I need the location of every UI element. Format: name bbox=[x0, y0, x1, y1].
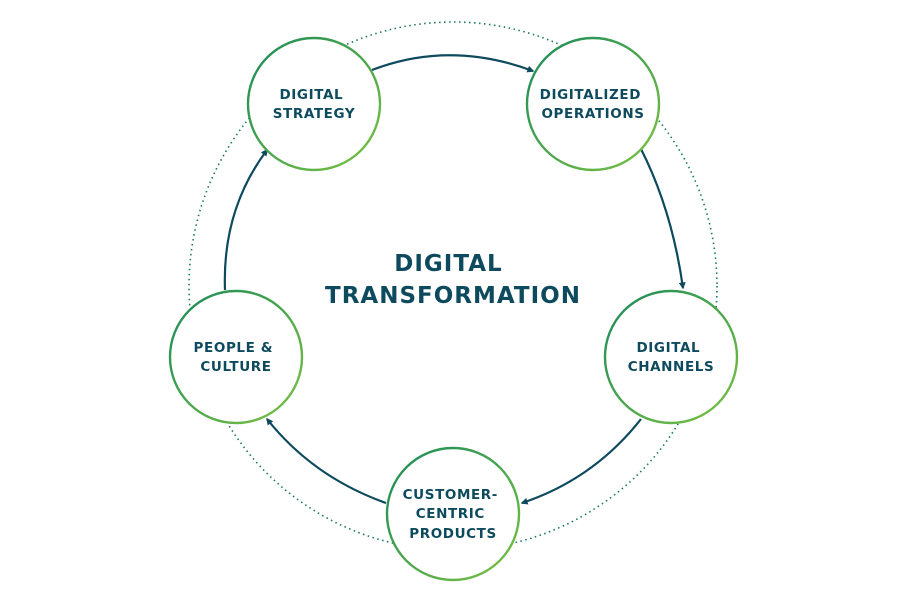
center-title-line1: DIGITAL bbox=[394, 251, 502, 277]
node-label: DIGITAL CHANNELS bbox=[628, 340, 715, 375]
node-label: PEOPLE & CULTURE bbox=[194, 340, 279, 375]
node-people-culture: PEOPLE & CULTURE bbox=[168, 289, 304, 425]
center-title-line2: TRANSFORMATION bbox=[325, 283, 581, 309]
node-label-line: CULTURE bbox=[200, 359, 271, 375]
node-circle bbox=[603, 289, 739, 425]
node-digital-strategy: DIGITAL STRATEGY bbox=[246, 36, 382, 172]
node-digitalized-operations: DIGITALIZED OPERATIONS bbox=[525, 36, 661, 172]
node-circle bbox=[385, 446, 521, 582]
node-digital-channels: DIGITAL CHANNELS bbox=[603, 289, 739, 425]
arrow-people-to-strategy bbox=[223, 148, 268, 291]
arrow-products-to-people bbox=[266, 417, 387, 505]
arrow-channels-to-products bbox=[520, 418, 642, 505]
node-circle bbox=[246, 36, 382, 172]
node-label-line: CHANNELS bbox=[628, 359, 715, 375]
node-label-line: CUSTOMER- bbox=[403, 487, 498, 503]
node-circle bbox=[168, 289, 304, 425]
outer-dotted-ring bbox=[188, 21, 718, 551]
node-label-line: PEOPLE & bbox=[194, 340, 274, 356]
arrow-strategy-to-operations bbox=[371, 54, 535, 73]
node-label-line: DIGITALIZED bbox=[540, 87, 641, 103]
arrow-operations-to-channels bbox=[640, 148, 686, 290]
node-label-line: DIGITAL bbox=[279, 87, 343, 103]
node-label: CUSTOMER- CENTRIC PRODUCTS bbox=[403, 487, 504, 542]
node-label-line: DIGITAL bbox=[636, 340, 700, 356]
node-label-line: CENTRIC bbox=[416, 506, 485, 522]
node-label: DIGITAL STRATEGY bbox=[273, 87, 356, 122]
node-label-line: OPERATIONS bbox=[541, 106, 644, 122]
node-label-line: STRATEGY bbox=[273, 106, 356, 122]
center-title: DIGITAL TRANSFORMATION bbox=[325, 251, 581, 309]
node-circle bbox=[525, 36, 661, 172]
node-label: DIGITALIZED OPERATIONS bbox=[540, 87, 647, 122]
cycle-arrows bbox=[223, 54, 686, 505]
node-label-line: PRODUCTS bbox=[409, 526, 497, 542]
node-customer-centric-products: CUSTOMER- CENTRIC PRODUCTS bbox=[385, 446, 521, 582]
